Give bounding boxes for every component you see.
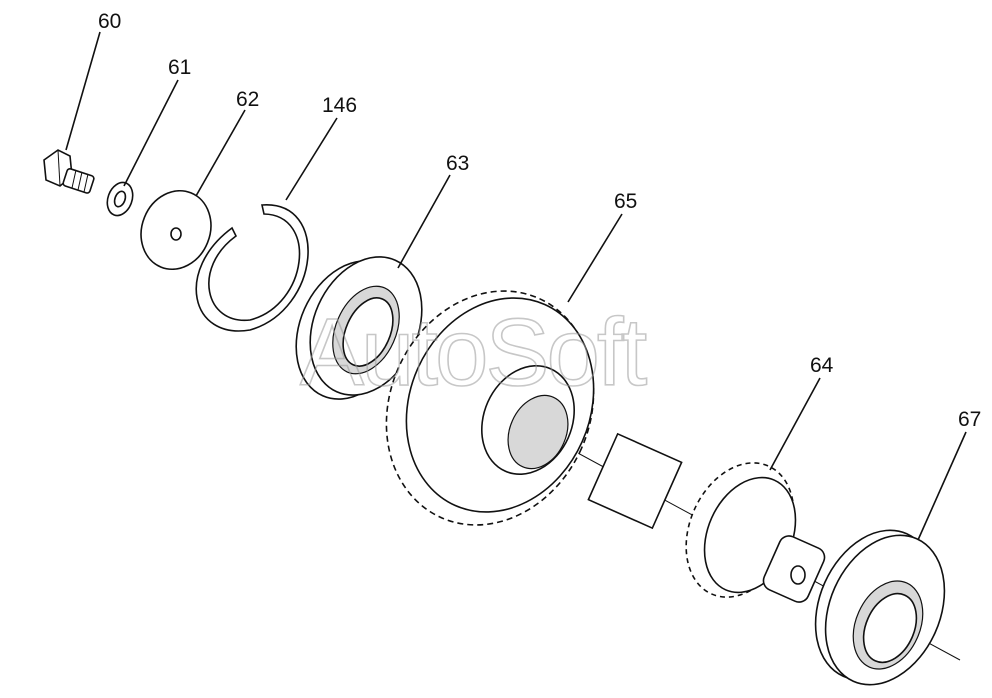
- snap-ring-part-146: [195, 204, 309, 332]
- leader-line-146: [285, 117, 338, 201]
- callout-label-62: 62: [236, 88, 259, 111]
- watermark-text: AutoSoft: [300, 299, 647, 406]
- callout-label-60: 60: [98, 10, 121, 33]
- gear-part-65: [385, 290, 595, 526]
- callout-label-67: 67: [958, 408, 981, 431]
- leader-line-67: [917, 431, 967, 541]
- callout-label-64: 64: [810, 354, 834, 377]
- leader-line-63: [397, 174, 451, 269]
- leader-line-65: [567, 213, 623, 303]
- leader-line-64: [769, 377, 821, 471]
- callout-label-63: 63: [446, 152, 469, 175]
- shaft-part-64: [587, 432, 826, 603]
- callout-label-65: 65: [614, 190, 637, 213]
- plate-part-62: [140, 189, 212, 271]
- bolt-part-60: [43, 149, 95, 194]
- washer-part-61: [106, 181, 134, 217]
- callout-label-61: 61: [168, 56, 191, 79]
- leader-line-62: [195, 109, 246, 197]
- bearing-part-63: [295, 256, 423, 400]
- callout-label-146: 146: [322, 94, 357, 117]
- bearing-part-67: [814, 529, 946, 686]
- leader-line-61: [123, 79, 179, 187]
- leader-line-60: [65, 31, 101, 151]
